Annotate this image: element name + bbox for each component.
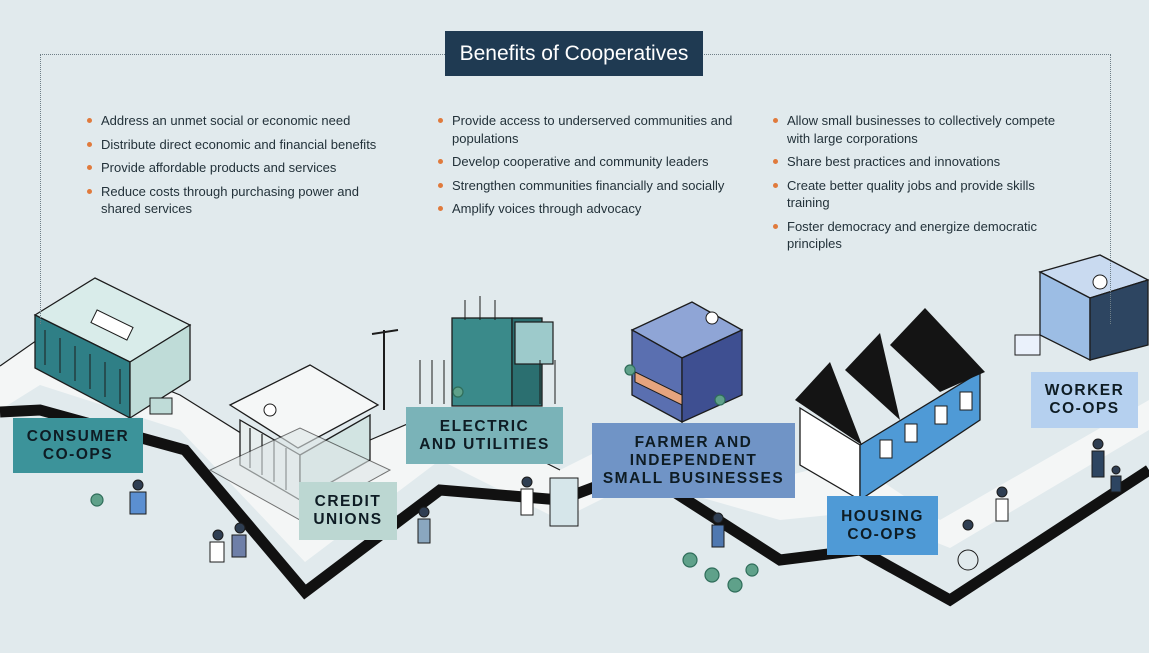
label-credit-unions: CREDIT UNIONS — [299, 482, 397, 540]
label-housing-coops: HOUSING CO-OPS — [827, 496, 938, 555]
label-worker-coops: WORKER CO-OPS — [1031, 372, 1138, 428]
label-farmer-small-businesses: FARMER AND INDEPENDENT SMALL BUSINESSES — [592, 423, 795, 498]
plant-icons — [90, 364, 759, 593]
benefit-item: Develop cooperative and community leader… — [438, 153, 738, 171]
benefit-item: Create better quality jobs and provide s… — [773, 177, 1073, 212]
label-electric-utilities: ELECTRIC AND UTILITIES — [406, 407, 563, 464]
benefit-item: Reduce costs through purchasing power an… — [87, 183, 387, 218]
consumer-store-icon — [33, 277, 192, 420]
benefit-item: Share best practices and innovations — [773, 153, 1073, 171]
benefit-item: Allow small businesses to collectively c… — [773, 112, 1073, 147]
people-figures — [129, 438, 1122, 571]
worker-building-icon — [1014, 254, 1149, 362]
housing-icon — [795, 308, 985, 502]
title-box: Benefits of Cooperatives — [445, 31, 703, 76]
label-consumer-coops: CONSUMER CO-OPS — [13, 418, 143, 473]
benefits-column-1: Address an unmet social or economic need… — [87, 112, 387, 224]
bank-icon — [208, 364, 392, 521]
benefit-item: Strengthen communities financially and s… — [438, 177, 738, 195]
farm-store-icon — [630, 301, 744, 424]
benefit-item: Provide access to underserved communitie… — [438, 112, 738, 147]
benefits-column-2: Provide access to underserved communitie… — [438, 112, 738, 224]
benefit-item: Foster democracy and energize democratic… — [773, 218, 1073, 253]
benefit-item: Amplify voices through advocacy — [438, 200, 738, 218]
benefit-item: Distribute direct economic and financial… — [87, 136, 387, 154]
benefits-column-3: Allow small businesses to collectively c… — [773, 112, 1073, 259]
benefit-item: Address an unmet social or economic need — [87, 112, 387, 130]
power-station-icon — [371, 296, 556, 410]
benefit-item: Provide affordable products and services — [87, 159, 387, 177]
